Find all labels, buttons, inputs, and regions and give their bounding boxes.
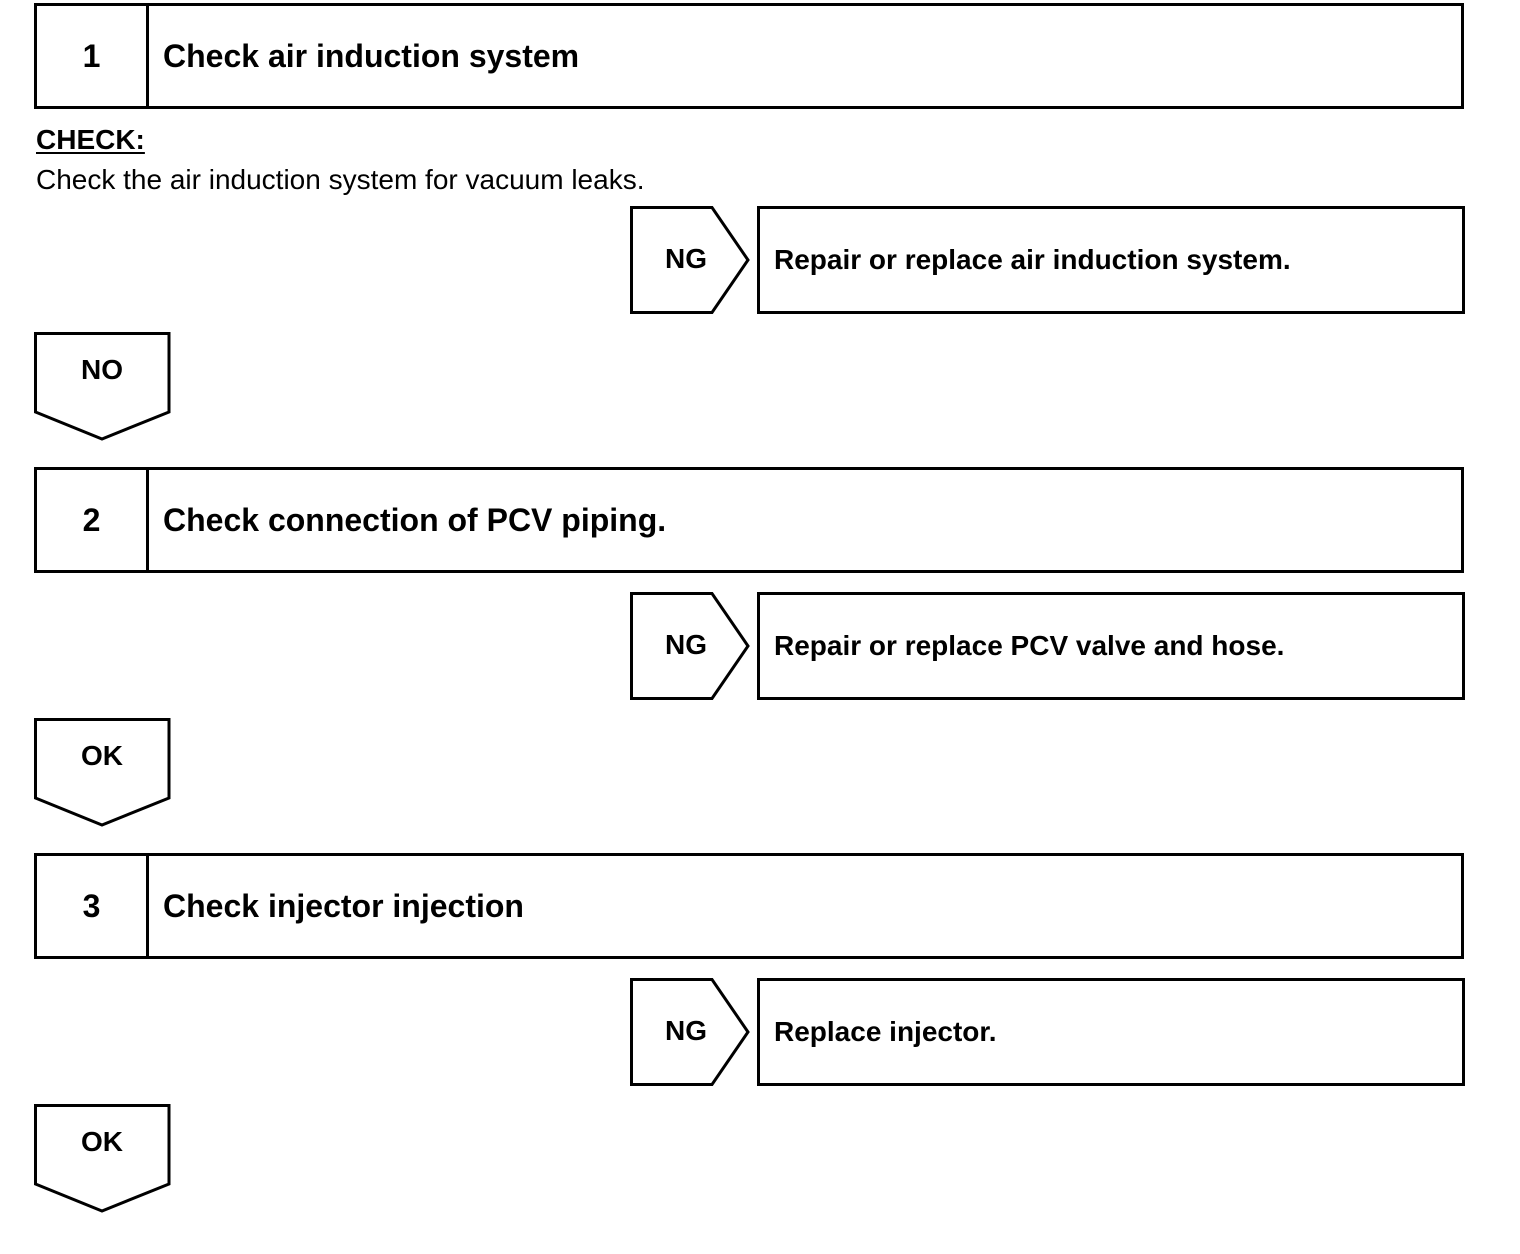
step-1-title: Check air induction system	[163, 37, 580, 74]
step-2-number: 2	[37, 470, 149, 570]
step-2-next-arrow: OK	[34, 718, 172, 830]
step-3-ng-action: Replace injector.	[757, 978, 1465, 1086]
step-2-ng-label: NG	[665, 629, 707, 660]
step-3-ng-arrow: NG	[630, 978, 752, 1088]
step-1-ng-action: Repair or replace air induction system.	[757, 206, 1465, 314]
step-2-ng-action: Repair or replace PCV valve and hose.	[757, 592, 1465, 700]
step-1-ng-label: NG	[665, 243, 707, 274]
step-2-ng-arrow: NG	[630, 592, 752, 702]
check-text: Check the air induction system for vacuu…	[36, 164, 645, 195]
step-1-ng-arrow: NG	[630, 206, 752, 316]
step-3-number: 3	[37, 856, 149, 956]
step-2-box: 2 Check connection of PCV piping.	[34, 467, 1464, 573]
right-arrow-icon	[630, 978, 750, 1086]
step-3-next-label: OK	[81, 1126, 123, 1157]
right-arrow-icon	[630, 592, 750, 700]
step-2-next-label: OK	[81, 740, 123, 771]
step-1-box: 1 Check air induction system	[34, 3, 1464, 109]
step-3-ng-label: NG	[665, 1015, 707, 1046]
check-label: CHECK:	[36, 124, 145, 155]
down-arrow-icon	[34, 1104, 171, 1213]
step-2-title: Check connection of PCV piping.	[163, 501, 667, 538]
step-3-box: 3 Check injector injection	[34, 853, 1464, 959]
down-arrow-icon	[34, 718, 171, 827]
step-3-title: Check injector injection	[163, 887, 524, 924]
step-1-number: 1	[37, 6, 149, 106]
down-arrow-icon	[34, 332, 171, 441]
step-1-next-arrow: NO	[34, 332, 172, 444]
step-3-next-arrow: OK	[34, 1104, 172, 1216]
step-1-next-label: NO	[81, 354, 123, 385]
right-arrow-icon	[630, 206, 750, 314]
